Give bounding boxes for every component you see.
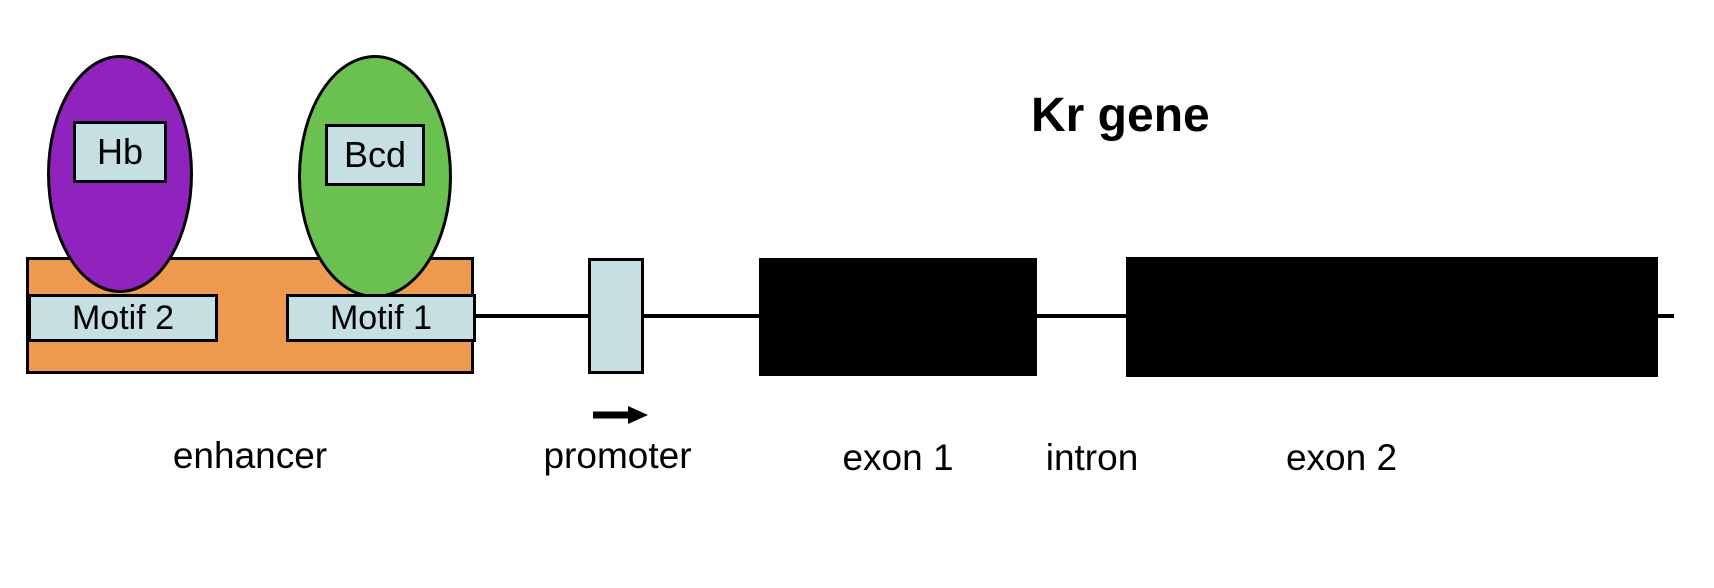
motif-1-box[interactable]: Motif 1: [286, 294, 476, 342]
transcription-factor-bcd[interactable]: Bcd: [298, 55, 452, 298]
exon-2-block: [1126, 257, 1658, 377]
transcription-start-arrow: [593, 406, 648, 424]
backbone-intron: [1035, 314, 1128, 318]
tf-hb-label: Hb: [73, 121, 167, 183]
label-exon-2: exon 2: [1285, 437, 1398, 478]
backbone-promoter-to-exon1: [642, 314, 761, 318]
transcription-factor-hb[interactable]: Hb: [47, 55, 193, 293]
promoter-box[interactable]: [588, 258, 644, 374]
label-intron: intron: [1045, 437, 1139, 478]
backbone-downstream-stub: [1656, 314, 1674, 318]
tf-bcd-label: Bcd: [325, 123, 425, 186]
motif-1-label: Motif 1: [329, 298, 433, 337]
backbone-enhancer-to-promoter: [472, 314, 590, 318]
motif-2-box[interactable]: Motif 2: [28, 294, 218, 342]
motif-2-label: Motif 2: [71, 298, 175, 337]
label-enhancer: enhancer: [172, 435, 328, 476]
page-title: Kr gene: [1031, 89, 1210, 142]
exon-1-block: [759, 258, 1037, 376]
label-promoter: promoter: [543, 435, 692, 476]
label-exon-1: exon 1: [842, 437, 954, 478]
